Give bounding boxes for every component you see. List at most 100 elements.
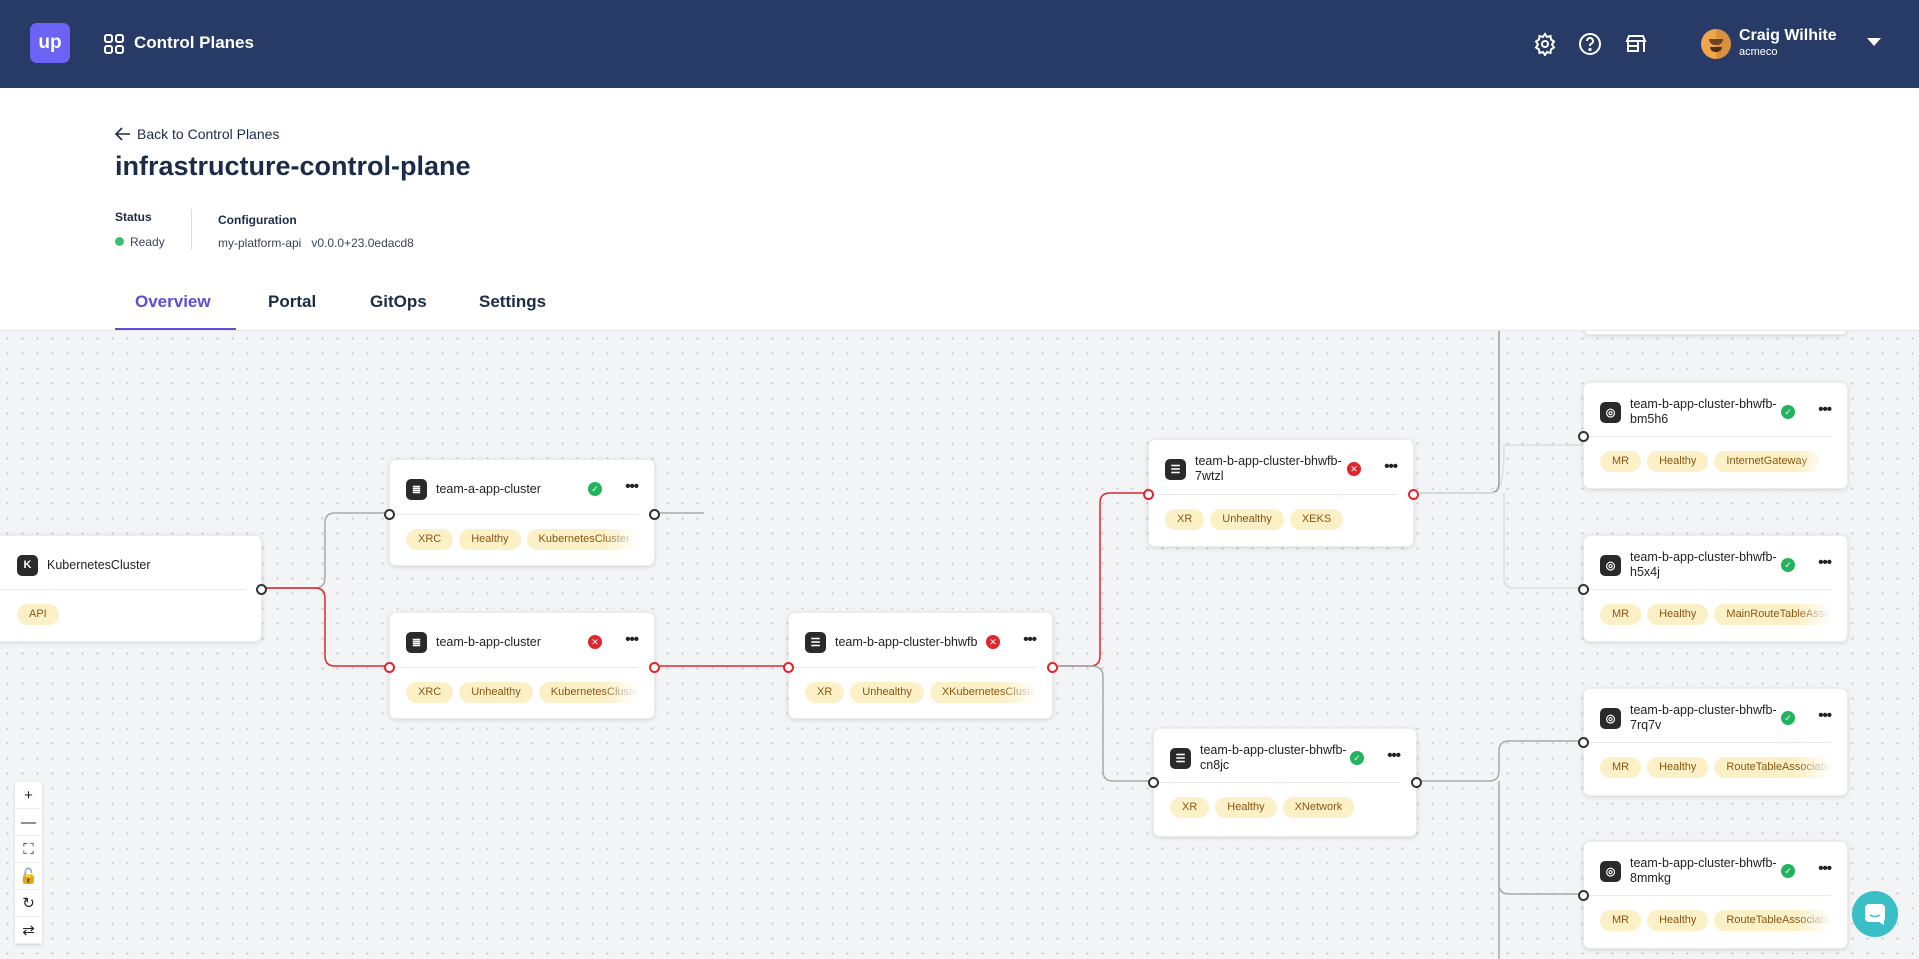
input-handle[interactable] [1143,489,1154,500]
tab-settings[interactable]: Settings [479,292,547,311]
tag: Unhealthy [850,682,924,703]
fit-view-button[interactable]: ⛶ [15,836,42,863]
tag: XKubernetesCluster [929,682,1036,703]
divider [390,667,638,668]
divider [1154,782,1400,783]
more-options-icon[interactable]: ••• [1818,860,1832,877]
error-circle-icon: ✕ [588,635,602,649]
check-circle-icon: ✓ [1781,558,1795,572]
tag: XEKS [1289,509,1344,530]
tag: Healthy [1647,910,1709,931]
more-options-icon[interactable]: ••• [625,478,639,495]
node-name: team-b-app-cluster-bhwfb-7wtzl [1195,454,1342,483]
lock-button[interactable]: 🔓 [15,863,42,890]
tag: XR [1170,797,1210,818]
tab-portal[interactable]: Portal [268,292,317,311]
divider [1584,589,1831,590]
zoom-in-button[interactable]: + [15,782,42,809]
input-handle[interactable] [1148,777,1159,788]
back-link[interactable]: Back to Control Planes [115,126,279,142]
check-circle-icon: ✓ [1781,405,1795,419]
reset-button[interactable]: ↻ [15,890,42,917]
error-circle-icon: ✕ [1347,462,1361,476]
app-title[interactable]: Control Planes [134,33,254,52]
upbound-logo[interactable]: up [30,23,70,63]
more-options-icon[interactable]: ••• [1023,631,1037,648]
output-handle[interactable] [649,662,660,673]
input-handle[interactable] [384,662,395,673]
output-handle[interactable] [1411,777,1422,788]
help-icon[interactable] [1578,32,1602,56]
more-options-icon[interactable]: ••• [625,631,639,648]
graph-node-partial[interactable] [1583,331,1848,335]
output-handle[interactable] [1047,662,1058,673]
tag: Healthy [1647,757,1709,778]
refresh-button[interactable]: ⇄ [15,917,42,944]
divider [0,589,245,590]
tag: Healthy [459,529,521,550]
output-handle[interactable] [256,584,267,595]
output-handle[interactable] [649,509,660,520]
input-handle[interactable] [384,509,395,520]
input-handle[interactable] [1578,584,1589,595]
tag: Healthy [1215,797,1277,818]
edge [262,512,389,589]
list-icon: ☰ [805,631,826,653]
avatar[interactable] [1701,29,1731,59]
tab-overview[interactable]: Overview [135,292,211,311]
tag: XR [805,682,845,703]
tag: MainRouteTableAssociation [1714,604,1831,625]
more-options-icon[interactable]: ••• [1818,401,1832,418]
output-handle[interactable] [1408,489,1419,500]
grid-icon [104,34,124,54]
input-handle[interactable] [783,662,794,673]
user-org: acmeco [1739,46,1778,58]
status-text: Ready [130,235,165,249]
more-options-icon[interactable]: ••• [1818,554,1832,571]
node-name: team-b-app-cluster-bhwfb-8mmkg [1630,856,1777,885]
chat-launcher-button[interactable] [1852,891,1898,937]
tag: API [17,604,59,625]
graph-edges [262,331,1583,959]
marketplace-icon[interactable] [1624,32,1648,56]
gear-icon[interactable] [1533,32,1557,56]
tag: RouteTableAssociation [1714,757,1831,778]
node-name: team-b-app-cluster-bhwfb-bm5h6 [1630,397,1777,426]
tag: RouteTableAssociation [1714,910,1831,931]
node-name: team-b-app-cluster-bhwfb [835,634,978,649]
tag: XRC [406,682,454,703]
input-handle[interactable] [1578,890,1589,901]
list-icon: ☰ [1170,747,1191,769]
tab-gitops[interactable]: GitOps [370,292,427,311]
more-options-icon[interactable]: ••• [1818,707,1832,724]
tag: MR [1600,910,1642,931]
input-handle[interactable] [1578,431,1589,442]
more-options-icon[interactable]: ••• [1384,458,1398,475]
more-options-icon[interactable]: ••• [1387,747,1401,764]
chevron-down-icon[interactable] [1867,38,1881,46]
zoom-out-button[interactable]: — [15,809,42,836]
back-link-label: Back to Control Planes [137,126,280,142]
error-circle-icon: ✕ [986,635,1000,649]
configuration-value[interactable]: my-platform-api v0.0.0+23.0edacd8 [218,236,414,250]
arrow-left-icon [115,127,130,141]
tag: Healthy [1647,451,1709,472]
tag: Unhealthy [1210,509,1284,530]
user-name[interactable]: Craig Wilhite [1739,27,1837,44]
edge [1419,331,1500,494]
node-name: team-b-app-cluster-bhwfb-7rq7v [1630,703,1777,732]
tag: MR [1600,604,1642,625]
input-handle[interactable] [1578,737,1589,748]
tag: KubernetesCluster [526,529,638,550]
